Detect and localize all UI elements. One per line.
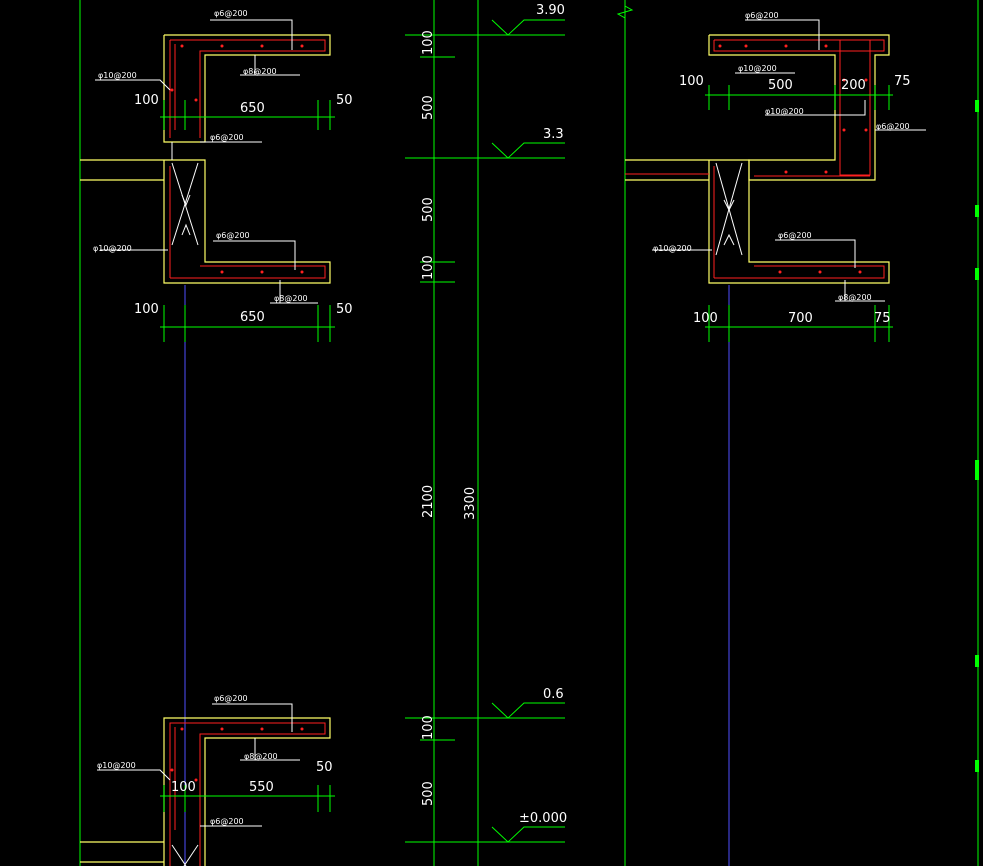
b-dim2-left: 100 [693,311,718,326]
a-top-rebar: φ6@200 [214,9,248,18]
vdim-500b: 500 [421,197,436,222]
vdim-100c: 100 [421,715,436,740]
a-stir-rebar: φ6@200 [210,133,244,142]
c-stir-rebar: φ6@200 [210,817,244,826]
c-left-rebar: φ10@200 [97,761,136,770]
break-mark [616,0,634,20]
right-edge-ticks [975,100,979,772]
vdim-2100: 2100 [421,485,436,518]
a-dim-width: 650 [240,101,265,116]
a-dim-right: 50 [336,93,353,108]
a-mid-rebar: φ8@200 [243,67,277,76]
b-dim-width: 500 [768,78,793,93]
b-side-rebar: φ6@200 [876,122,910,131]
a-dim2-width: 650 [240,310,265,325]
c-dim-left: 100 [171,780,196,795]
b-left-rebar: φ10@200 [738,64,777,73]
c-mid-rebar: φ8@200 [244,752,278,761]
section-a: φ6@200 φ10@200 φ8@200 100 650 50 φ6@200 … [80,9,353,342]
a-dim2-right: 50 [336,302,353,317]
b-dim-right: 75 [894,74,911,89]
b-top-rebar: φ6@200 [745,11,779,20]
b-bot-left-rebar: φ10@200 [653,244,692,253]
vdim-500a: 500 [421,95,436,120]
vdim-3300: 3300 [463,487,478,520]
c-dim-width: 550 [249,780,274,795]
grid-lines [79,0,979,866]
vdim-100b: 100 [421,255,436,280]
vdim-500c: 500 [421,781,436,806]
b-mid-rebar: φ10@200 [765,107,804,116]
level-markers [491,19,565,843]
level-top: 3.90 [536,3,565,18]
a-left-rebar: φ10@200 [98,71,137,80]
b-dim-mid: 200 [841,78,866,93]
c-dim-right: 50 [316,760,333,775]
a-dim2-left: 100 [134,302,159,317]
section-c: φ6@200 φ10@200 φ8@200 100 550 50 φ6@200 [80,694,335,866]
vdim-100a: 100 [421,30,436,55]
b-dim-left: 100 [679,74,704,89]
a-bot-mid-rebar: φ8@200 [274,294,308,303]
b-dim2-width: 700 [788,311,813,326]
a-bot-top-rebar: φ6@200 [216,231,250,240]
b-dim2-right: 75 [874,311,891,326]
centerlines [184,285,730,866]
b-bot-mid-rebar: φ8@200 [838,293,872,302]
a-dim-left: 100 [134,93,159,108]
level-upper: 3.3 [543,127,564,142]
a-bot-left-rebar: φ10@200 [93,244,132,253]
level-ground: ±0.000 [519,811,567,826]
section-b: φ6@200 φ10@200 100 500 200 75 φ10@200 φ6… [625,11,926,342]
b-bot-top-rebar: φ6@200 [778,231,812,240]
level-lower: 0.6 [543,687,564,702]
c-top-rebar: φ6@200 [214,694,248,703]
